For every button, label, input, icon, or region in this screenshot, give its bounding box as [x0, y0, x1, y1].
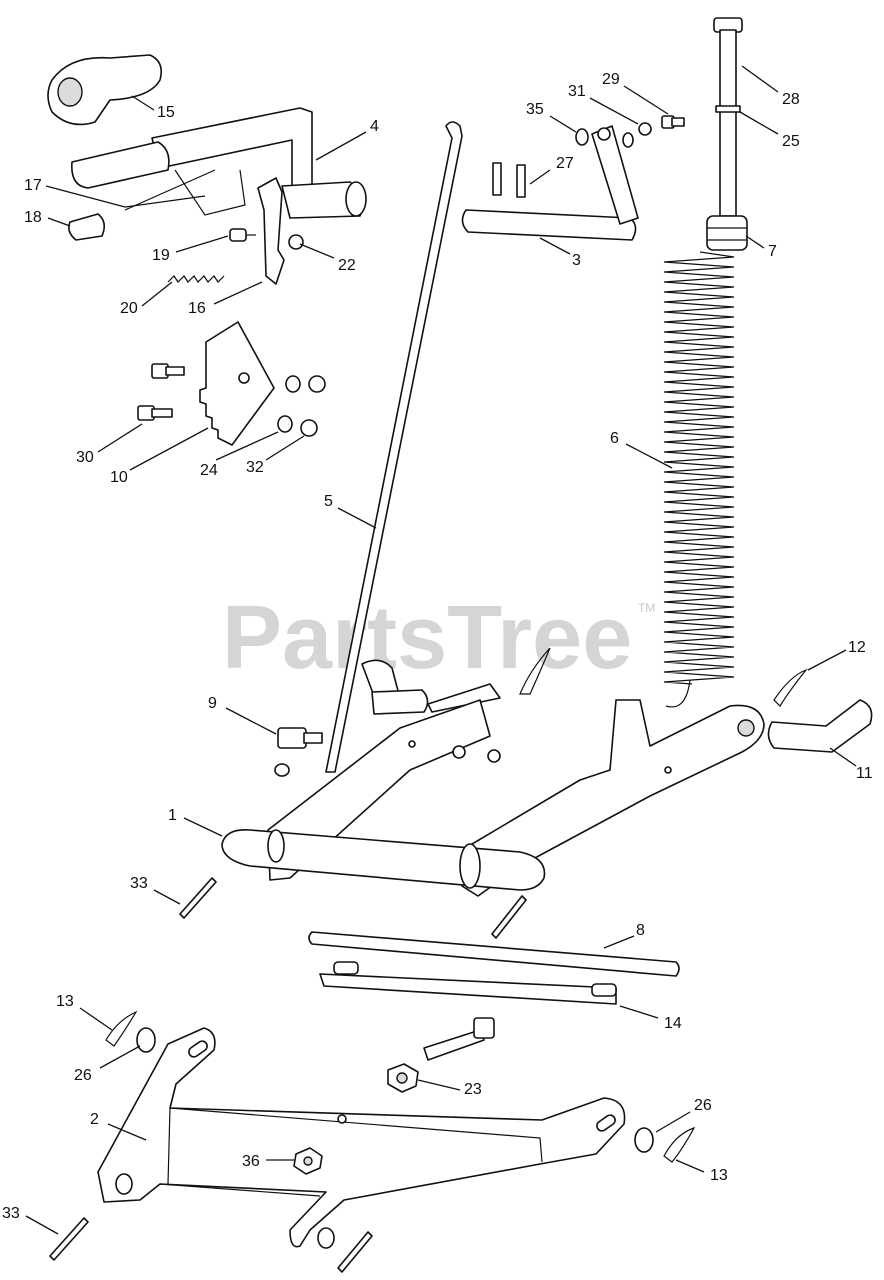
part-5-lift-rod[interactable] — [325, 121, 463, 773]
part-36-nut[interactable] — [293, 1147, 323, 1175]
part-10-notched-plate[interactable] — [199, 321, 275, 446]
callout-33-upper[interactable]: 33 — [130, 875, 148, 892]
callout-33-lower[interactable]: 33 — [2, 1205, 20, 1222]
watermark-text: PartsTree — [222, 588, 632, 688]
callout-15[interactable]: 15 — [157, 104, 175, 121]
part-31-nut[interactable] — [638, 122, 652, 136]
callout-17[interactable]: 17 — [24, 177, 42, 194]
callout-6[interactable]: 6 — [610, 430, 619, 447]
part-30-bolt-upper[interactable] — [151, 363, 185, 379]
part-12-hairpin[interactable] — [773, 668, 808, 707]
callout-36[interactable]: 36 — [242, 1153, 260, 1170]
part-33-cotter-pin-lower[interactable] — [49, 1217, 89, 1261]
part-35-washer[interactable] — [575, 128, 589, 146]
callout-16[interactable]: 16 — [188, 300, 206, 317]
part-16-latch-plate[interactable] — [257, 177, 285, 285]
callout-14[interactable]: 14 — [664, 1015, 682, 1032]
callout-35[interactable]: 35 — [526, 101, 544, 118]
callout-4[interactable]: 4 — [370, 118, 379, 135]
callout-13-left[interactable]: 13 — [56, 993, 74, 1010]
part-hairpin-center[interactable] — [519, 647, 551, 695]
part-3-lever-shaft[interactable] — [461, 125, 639, 241]
callout-31[interactable]: 31 — [568, 83, 586, 100]
callout-8[interactable]: 8 — [636, 922, 645, 939]
part-29-bolt[interactable] — [661, 115, 685, 129]
part-33-cotter-pin-mid[interactable] — [491, 895, 527, 939]
callout-10[interactable]: 10 — [110, 469, 128, 486]
leader-lines — [25, 65, 857, 1235]
part-6-extension-spring[interactable] — [663, 251, 735, 708]
part-22-nut[interactable] — [288, 234, 304, 250]
part-carriage-bolt[interactable] — [423, 1017, 495, 1061]
callout-19[interactable]: 19 — [152, 247, 170, 264]
callout-18[interactable]: 18 — [24, 209, 42, 226]
part-24-washer-upper[interactable] — [285, 375, 301, 393]
callout-3[interactable]: 3 — [572, 252, 581, 269]
part-27-roll-pin-b[interactable] — [516, 164, 526, 198]
callout-9[interactable]: 9 — [208, 695, 217, 712]
callout-29[interactable]: 29 — [602, 71, 620, 88]
part-11-bent-pin[interactable] — [767, 699, 873, 753]
part-32-nut-upper[interactable] — [308, 375, 326, 393]
callout-22[interactable]: 22 — [338, 257, 356, 274]
part-nut-small[interactable] — [274, 763, 290, 777]
part-cotter-pin-bottom[interactable] — [337, 1231, 373, 1273]
part-13-hairpin-left[interactable] — [105, 1010, 138, 1047]
part-26-washer-right[interactable] — [634, 1127, 654, 1153]
part-32-nut-lower[interactable] — [300, 419, 318, 437]
part-25-ring[interactable] — [715, 105, 741, 113]
part-2-front-bracket[interactable] — [97, 1027, 626, 1249]
part-14-bar[interactable] — [319, 961, 617, 1005]
part-8-cross-rod[interactable] — [308, 931, 680, 977]
callout-27[interactable]: 27 — [556, 155, 574, 172]
callout-12[interactable]: 12 — [848, 639, 866, 656]
callout-labels: 15 4 17 18 19 22 20 16 35 31 29 28 25 27… — [2, 71, 873, 1222]
part-26-washer-left[interactable] — [136, 1027, 156, 1053]
part-27-roll-pin-a[interactable] — [492, 162, 502, 196]
part-9-ferrule[interactable] — [277, 727, 323, 749]
callout-20[interactable]: 20 — [120, 300, 138, 317]
part-28-threaded-rod[interactable] — [713, 17, 743, 217]
part-30-bolt-lower[interactable] — [137, 405, 173, 421]
callout-1[interactable]: 1 — [168, 807, 177, 824]
part-23-nut[interactable] — [387, 1063, 419, 1093]
part-15-handle-grip[interactable] — [47, 54, 163, 126]
part-1-lift-arm-assembly[interactable] — [221, 659, 765, 897]
part-7-spring-anchor[interactable] — [706, 215, 748, 251]
part-17-rod[interactable] — [124, 195, 206, 208]
callout-13-right[interactable]: 13 — [710, 1167, 728, 1184]
part-24-washer-lower[interactable] — [277, 415, 293, 433]
watermark-trademark: TM — [638, 601, 655, 615]
part-13-hairpin-right[interactable] — [663, 1126, 696, 1163]
part-20-spring[interactable] — [167, 275, 225, 283]
callout-25[interactable]: 25 — [782, 133, 800, 150]
part-19-bolt[interactable] — [229, 228, 256, 242]
part-4-lift-handle-bracket[interactable] — [71, 107, 367, 219]
callout-24[interactable]: 24 — [200, 462, 218, 479]
callout-5[interactable]: 5 — [324, 493, 333, 510]
callout-32[interactable]: 32 — [246, 459, 264, 476]
callout-2[interactable]: 2 — [90, 1111, 99, 1128]
callout-30[interactable]: 30 — [76, 449, 94, 466]
part-18-plug[interactable] — [68, 213, 106, 241]
callout-7[interactable]: 7 — [768, 243, 777, 260]
callout-11[interactable]: 11 — [856, 765, 873, 782]
part-33-cotter-pin-upper[interactable] — [179, 877, 217, 919]
part-washer-small[interactable] — [622, 132, 634, 148]
callout-23[interactable]: 23 — [464, 1081, 482, 1098]
callout-28[interactable]: 28 — [782, 91, 800, 108]
callout-26-right[interactable]: 26 — [694, 1097, 712, 1114]
callout-26-left[interactable]: 26 — [74, 1067, 92, 1084]
